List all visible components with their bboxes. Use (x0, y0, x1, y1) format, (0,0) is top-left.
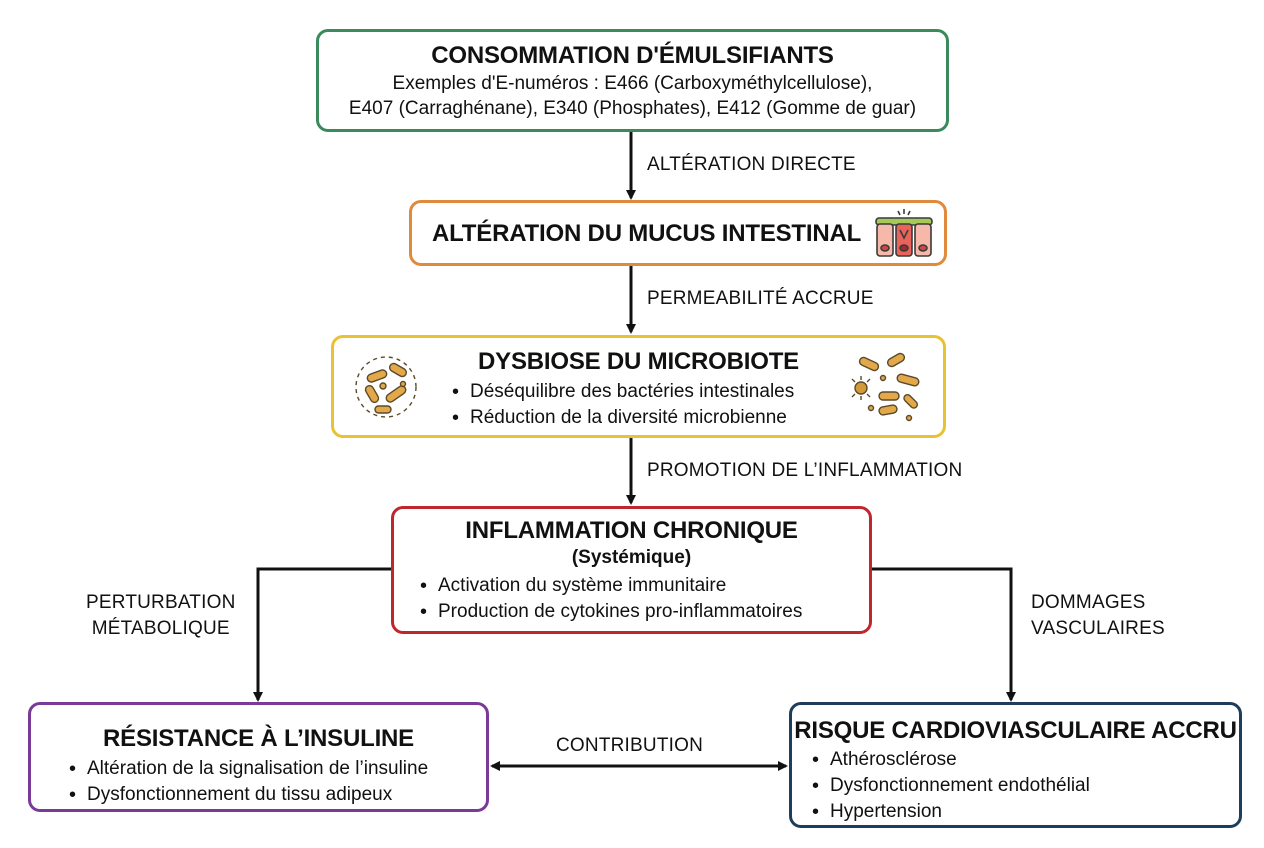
list-item: Dysfonctionnement du tissu adipeux (65, 782, 428, 808)
emulsifiers-line-1: Exemples d'E-numéros : E466 (Carboxyméth… (392, 73, 873, 94)
bacteria-icon (851, 352, 920, 422)
edge-label-vascular-line-1: DOMMAGES (1031, 592, 1146, 613)
arrow-inflammation-to-insulin (253, 567, 391, 702)
emulsifiers-box: CONSOMMATION D'ÉMULSIFIANTS Exemples d'E… (316, 29, 949, 132)
list-item: Dysfonctionnement endothélial (808, 773, 1090, 799)
dysbiosis-box: DYSBIOSE DU MICROBIOTE Déséquilibre des … (331, 335, 946, 438)
list-item: Déséquilibre des bactéries intestinales (448, 379, 794, 405)
bacteria-icon (355, 356, 417, 418)
inflammation-title: INFLAMMATION CHRONIQUE (465, 517, 798, 544)
list-item: Production de cytokines pro-inflammatoir… (416, 599, 802, 625)
insulin-title: RÉSISTANCE À L’INSULINE (103, 725, 414, 752)
arrow-inflammation-to-cardio (872, 567, 1016, 702)
dysbiosis-bullet-list: Déséquilibre des bactéries intestinales … (448, 379, 794, 431)
edge-label-permeability: PERMEABILITÉ ACCRUE (647, 288, 874, 309)
insulin-bullet-list: Altération de la signalisation de l’insu… (65, 756, 428, 808)
edge-label-promotion: PROMOTION DE L’INFLAMMATION (647, 460, 963, 481)
edge-label-direct: ALTÉRATION DIRECTE (647, 154, 856, 175)
insulin-box: RÉSISTANCE À L’INSULINE Altération de la… (28, 702, 489, 812)
edge-label-metabolic-line-1: PERTURBATION (86, 592, 236, 613)
edge-label-vascular-line-2: VASCULAIRES (1031, 618, 1165, 639)
edge-label-metabolic-line-2: MÉTABOLIQUE (91, 618, 230, 639)
emulsifiers-title: CONSOMMATION D'ÉMULSIFIANTS (431, 42, 834, 69)
inflammation-box: INFLAMMATION CHRONIQUE (Systémique) Acti… (391, 506, 872, 634)
edge-label-metabolic: PERTURBATION MÉTABOLIQUE (86, 590, 236, 642)
edge-label-vascular: DOMMAGES VASCULAIRES (1031, 590, 1165, 642)
intestinal-cells-icon (875, 209, 933, 257)
edge-label-contribution: CONTRIBUTION (556, 735, 704, 756)
cardio-title: RISQUE CARDIOVIASCULAIRE ACCRU (794, 717, 1237, 744)
mucus-title: ALTÉRATION DU MUCUS INTESTINAL (432, 220, 862, 247)
list-item: Altération de la signalisation de l’insu… (65, 756, 428, 782)
emulsifiers-line-2: E407 (Carraghénane), E340 (Phosphates), … (348, 98, 917, 119)
inflammation-bullet-list: Activation du système immunitaire Produc… (416, 573, 802, 625)
cardio-bullet-list: Athérosclérose Dysfonctionnement endothé… (808, 747, 1090, 825)
cardio-box: RISQUE CARDIOVIASCULAIRE ACCRU Athéroscl… (789, 702, 1242, 828)
inflammation-subtitle: (Systémique) (571, 547, 692, 568)
list-item: Réduction de la diversité microbienne (448, 405, 794, 431)
mucus-box: ALTÉRATION DU MUCUS INTESTINAL (409, 200, 947, 266)
dysbiosis-title: DYSBIOSE DU MICROBIOTE (478, 348, 799, 375)
list-item: Hypertension (808, 799, 1090, 825)
list-item: Activation du système immunitaire (416, 573, 802, 599)
list-item: Athérosclérose (808, 747, 1090, 773)
